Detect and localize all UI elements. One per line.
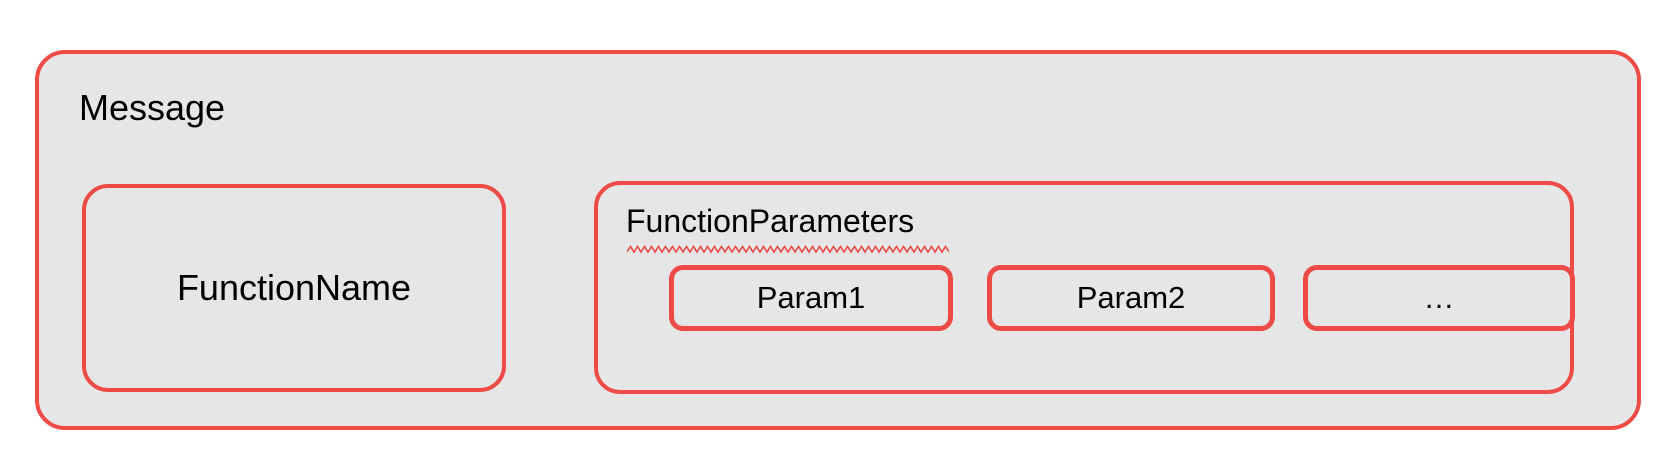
function-parameters-box[interactable]: FunctionParameters Param1 Param2 … (594, 181, 1575, 394)
param-ellipsis-label: … (1423, 280, 1455, 315)
message-box-label: Message (79, 87, 226, 128)
message-box[interactable]: Message FunctionName FunctionParameters … (35, 50, 1641, 430)
spellcheck-squiggle-underline (627, 245, 949, 254)
param-box[interactable]: … (1303, 265, 1575, 331)
param-label: Param1 (756, 280, 866, 315)
function-name-box[interactable]: FunctionName (82, 184, 506, 392)
function-name-label: FunctionName (176, 267, 412, 308)
param-box[interactable]: Param1 (669, 265, 953, 331)
function-parameters-label: FunctionParameters (626, 203, 915, 239)
param-label: Param2 (1076, 280, 1186, 315)
param-box[interactable]: Param2 (987, 265, 1275, 331)
